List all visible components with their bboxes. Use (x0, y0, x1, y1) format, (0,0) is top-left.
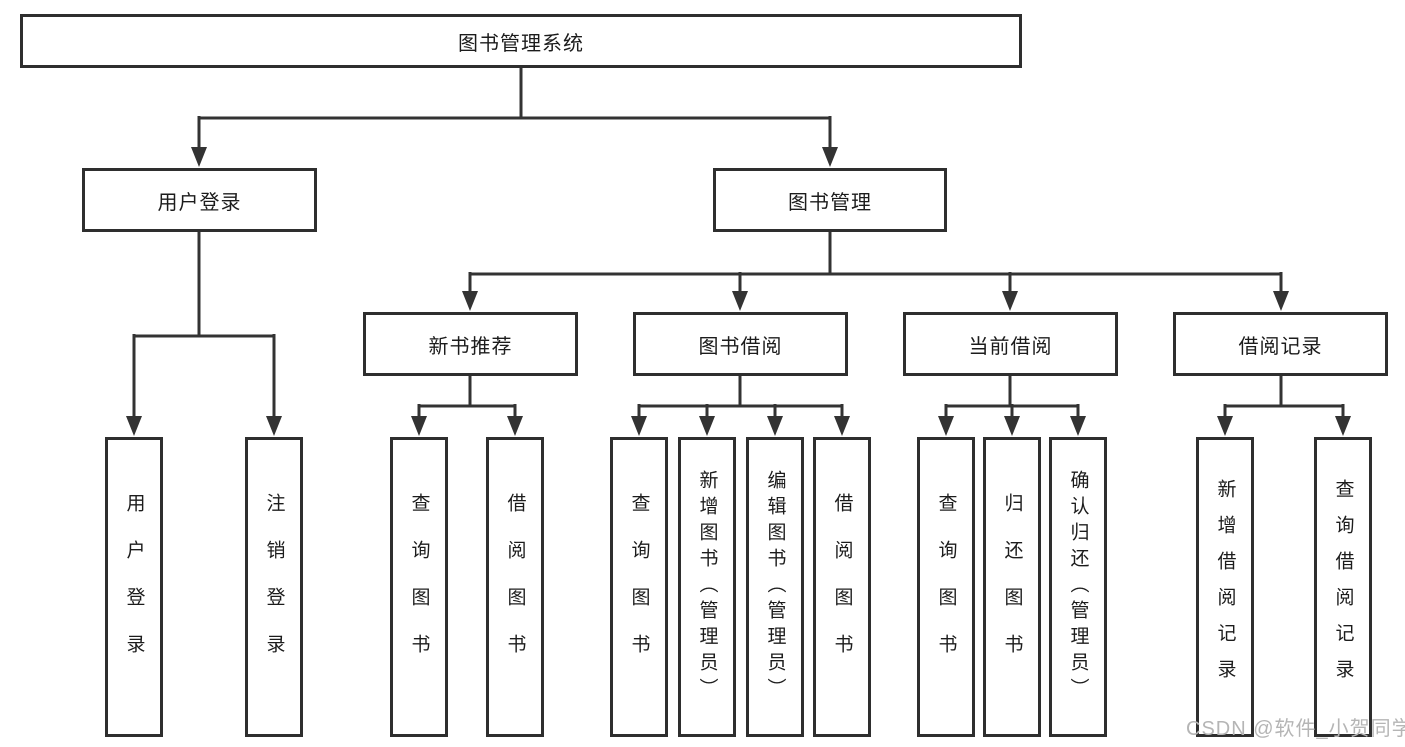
node-label: 当前借阅 (968, 335, 1053, 358)
node-label: 图书借阅 (698, 335, 783, 358)
leaf-label: 借阅图书 (831, 493, 853, 681)
node-book-borrow: 图书借阅 (633, 312, 848, 376)
leaf-label: 新增图书（管理员） (696, 470, 718, 704)
leaf-label: 查询借阅记录 (1332, 479, 1354, 695)
node-new-book-recommend: 新书推荐 (363, 312, 578, 376)
leaf-edit-book-admin: 编辑图书（管理员） (746, 437, 804, 737)
node-borrow-records: 借阅记录 (1173, 312, 1388, 376)
node-user-login-branch: 用户登录 (82, 168, 317, 232)
node-current-borrow: 当前借阅 (903, 312, 1118, 376)
leaf-query-books-2: 查询图书 (610, 437, 668, 737)
node-label: 新书推荐 (428, 335, 513, 358)
leaf-label: 用户登录 (123, 493, 145, 681)
leaf-label: 编辑图书（管理员） (764, 470, 786, 704)
leaf-logout: 注销登录 (245, 437, 303, 737)
leaf-borrow-books-2: 借阅图书 (813, 437, 871, 737)
leaf-confirm-return-admin: 确认归还（管理员） (1049, 437, 1107, 737)
leaf-label: 查询图书 (935, 493, 957, 681)
leaf-user-login: 用户登录 (105, 437, 163, 737)
leaf-query-books-1: 查询图书 (390, 437, 448, 737)
leaf-query-borrow-record: 查询借阅记录 (1314, 437, 1372, 737)
leaf-label: 新增借阅记录 (1214, 479, 1236, 695)
node-book-management-branch: 图书管理 (713, 168, 947, 232)
leaf-label: 借阅图书 (504, 493, 526, 681)
node-root: 图书管理系统 (20, 14, 1022, 68)
node-label: 用户登录 (157, 191, 242, 214)
leaf-label: 注销登录 (263, 493, 285, 681)
leaf-add-book-admin: 新增图书（管理员） (678, 437, 736, 737)
node-label: 图书管理 (788, 191, 872, 214)
node-root-label: 图书管理系统 (458, 32, 584, 55)
leaf-query-books-3: 查询图书 (917, 437, 975, 737)
leaf-borrow-books-1: 借阅图书 (486, 437, 544, 737)
leaf-add-borrow-record: 新增借阅记录 (1196, 437, 1254, 737)
leaf-label: 查询图书 (628, 493, 650, 681)
csdn-watermark: CSDN @软件_小贺同学 (1186, 718, 1405, 740)
arrowheads (126, 147, 1351, 436)
leaf-return-book: 归还图书 (983, 437, 1041, 737)
leaf-label: 确认归还（管理员） (1067, 470, 1089, 704)
node-label: 借阅记录 (1238, 335, 1323, 358)
leaf-label: 查询图书 (408, 493, 430, 681)
leaf-label: 归还图书 (1001, 493, 1023, 681)
